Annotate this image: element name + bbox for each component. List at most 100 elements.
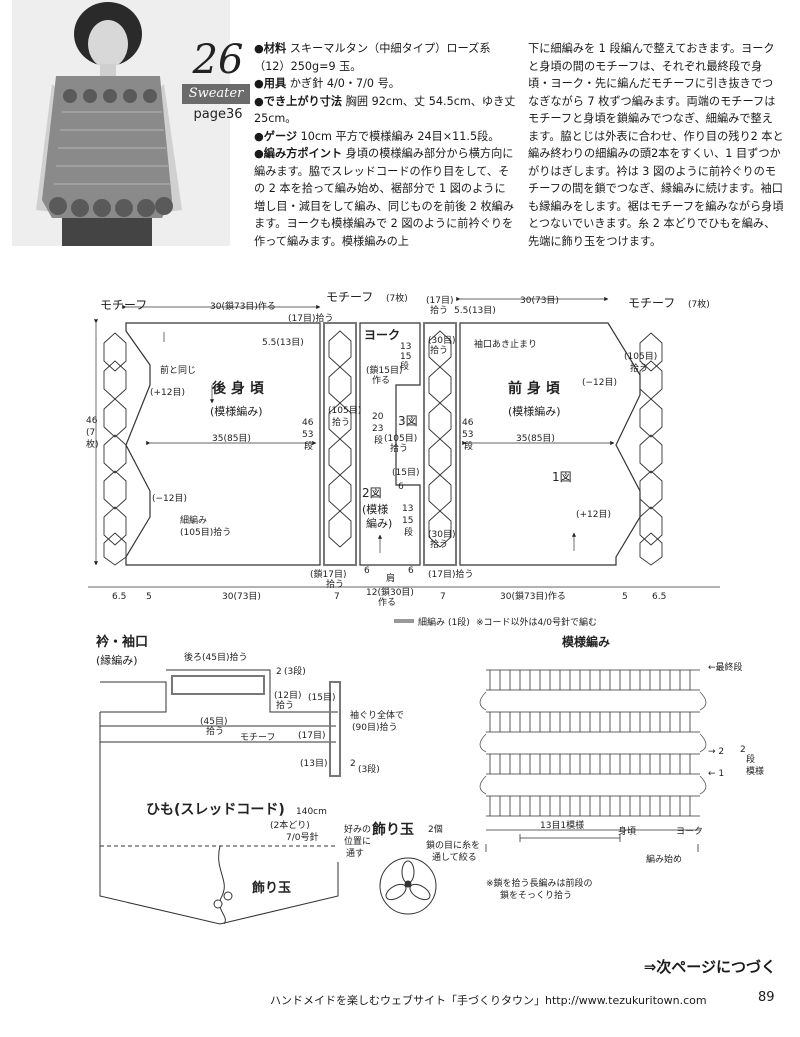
collar-rows3-top: 2	[276, 667, 282, 677]
collar-cord-len: 140cm	[296, 807, 327, 817]
top-55-right: 5.5(13目)	[454, 305, 496, 316]
yoke-left-num: 13	[400, 342, 411, 352]
dim-65-left: 6.5	[112, 592, 126, 602]
tools: ●用具 かぎ針 4/0・7/0 号。	[254, 75, 516, 93]
legend-sc-swatch	[394, 619, 414, 623]
collar-motif: モチーフ	[240, 732, 275, 743]
continue-next-page: ⇒次ページにつづく	[643, 958, 776, 976]
minus12-left: (−12目)	[152, 493, 187, 504]
ornament-title: 飾り玉	[372, 821, 414, 838]
page-reference: page36	[193, 107, 243, 122]
chart-row-block-3	[486, 753, 700, 775]
fig2-label: 2図	[362, 486, 382, 500]
dim-65-right: 6.5	[652, 592, 666, 602]
chart-arrow2: → 2	[708, 747, 724, 757]
ornament-note: 鎖の目に糸を	[426, 839, 480, 851]
gauge: ●ゲージ 10cm 平方で模様編み 24目×11.5段。	[254, 128, 516, 146]
chart-repeat: 13目1模様	[540, 819, 584, 831]
right-105-b: 拾う	[630, 362, 648, 374]
yoke-label: ヨーク	[364, 328, 400, 342]
chart-row-block-1	[486, 669, 700, 691]
left-55: 5.5(13目)	[262, 337, 304, 348]
bottom-shoulder: 肩	[386, 572, 395, 584]
width35-left: 35(85目)	[212, 433, 251, 444]
sc-105: (105目)拾う	[180, 526, 231, 538]
right-105: (105目)	[624, 351, 657, 362]
method-label: ●編み方ポイント	[254, 147, 343, 160]
center-105: (105目)	[328, 405, 361, 416]
chart-rows-2-b: 段	[746, 753, 755, 765]
materials-text: スキーマルタン（中細タイプ）ローズ系（12）250g=9 玉。	[254, 42, 491, 73]
collar-ball: 飾り玉	[252, 880, 291, 896]
top-back-width: 30(鎖73目)作る	[210, 300, 276, 312]
fig2-pattern-b: 編み)	[366, 516, 392, 530]
dim-7-left: 7	[334, 592, 340, 602]
chart-arrow1: ← 1	[708, 769, 724, 779]
top-17-right: (17目)	[426, 295, 453, 306]
collar-armhole: 袖ぐり全体で	[350, 709, 404, 721]
ornament-count: 2個	[428, 823, 443, 835]
website-footer: ハンドメイドを楽しむウェブサイト「手づくりタウン」http://www.tezu…	[270, 994, 707, 1007]
chart-last-row: ←最終段	[708, 661, 743, 673]
dim-30-right: 30(鎖73目)作る	[500, 590, 566, 602]
finished-size: ●でき上がり寸法 胸囲 92cm、丈 54.5cm、ゆき丈 25cm。	[254, 93, 516, 128]
bottom-chain17-left-b: 拾う	[326, 578, 344, 590]
yoke-30-bottom: (30目)	[428, 529, 455, 540]
front-body-outline	[459, 322, 641, 566]
dim-12-center: 12(鎖30目)	[366, 586, 414, 598]
num20: 20	[372, 412, 384, 422]
motif-right-count: (7枚)	[688, 298, 710, 310]
center-dan: 段	[304, 440, 313, 452]
num6a: 6	[398, 482, 404, 492]
motif-right-label: モチーフ	[628, 296, 675, 310]
finished-size-label: ●でき上がり寸法	[254, 94, 343, 108]
motif-column-right	[639, 332, 663, 566]
collar-rows3-bot: 2	[350, 759, 356, 769]
motif-column-center-right	[423, 322, 457, 566]
collar-pick15: (15目)	[308, 692, 335, 703]
top-17-right-b: 拾う	[430, 304, 448, 316]
fig3-105-b: 拾う	[390, 442, 408, 454]
collar-pick17: (17目)	[298, 730, 325, 741]
top-30-right: 30(73目)	[520, 295, 559, 306]
num15: (15目)	[392, 467, 419, 478]
collar-pick13: (13目)	[300, 758, 327, 769]
motif-column-center-left	[323, 322, 357, 566]
collar-armhole-b: (90目)拾う	[352, 721, 397, 733]
center-53: 53	[302, 430, 313, 440]
same-as-front: 前と同じ	[160, 364, 196, 376]
chain15: (鎖15目)	[366, 364, 402, 376]
category-label: Sweater	[182, 84, 250, 104]
page-number: 89	[758, 990, 775, 1005]
collar-pick12-b: 拾う	[276, 699, 294, 711]
motif-center-label: モチーフ	[326, 290, 373, 304]
dim-30-left: 30(73目)	[222, 591, 261, 602]
fig3-label: 3図	[398, 414, 418, 428]
center-105-b: 拾う	[332, 416, 350, 428]
chart-yoke: ヨーク	[676, 826, 703, 837]
materials-label: ●材料	[254, 42, 287, 55]
dim-5-left: 5	[146, 592, 152, 602]
collar-cord-position-b: 位置に	[344, 835, 371, 847]
chain15-b: 作る	[372, 374, 390, 386]
minus12-right: (−12目)	[582, 377, 617, 388]
collar-rows3-bot-b: (3段)	[358, 763, 380, 775]
top-17-left: (17目)拾う	[288, 312, 333, 324]
collar-back-45: 後ろ(45目)拾う	[184, 651, 247, 663]
finished-size-text: 胸囲 92cm、丈 54.5cm、ゆき丈 25cm。	[254, 94, 516, 126]
yoke-left-num-c: 段	[400, 360, 409, 372]
bottom-chain17-left: (鎖17目)	[310, 568, 346, 580]
collar-cord: ひも(スレッドコード)	[146, 802, 285, 818]
h46-left-c: 枚)	[86, 438, 99, 450]
yoke-30-top-b: 拾う	[430, 344, 448, 356]
legend-note: ※コード以外は4/0号針で編む	[476, 616, 597, 628]
method-text-left: 身頃の模様編み部分から横方向に編みます。脇でスレッドコードの作り目をして、その …	[254, 147, 515, 248]
gauge-label: ●ゲージ	[254, 129, 298, 143]
legend-sc: 細編み	[418, 616, 445, 628]
yoke-30-top: (30目)	[428, 335, 455, 346]
num-dan: 段	[374, 434, 383, 446]
collar-cord-hook: 7/0号針	[286, 831, 319, 843]
method-text-right: 下に細編みを 1 段編んで整えておきます。ヨークと身頃の間のモチーフは、それぞれ…	[528, 42, 784, 248]
chart-rows-2: 2	[740, 745, 746, 755]
tools-label: ●用具	[254, 77, 287, 90]
